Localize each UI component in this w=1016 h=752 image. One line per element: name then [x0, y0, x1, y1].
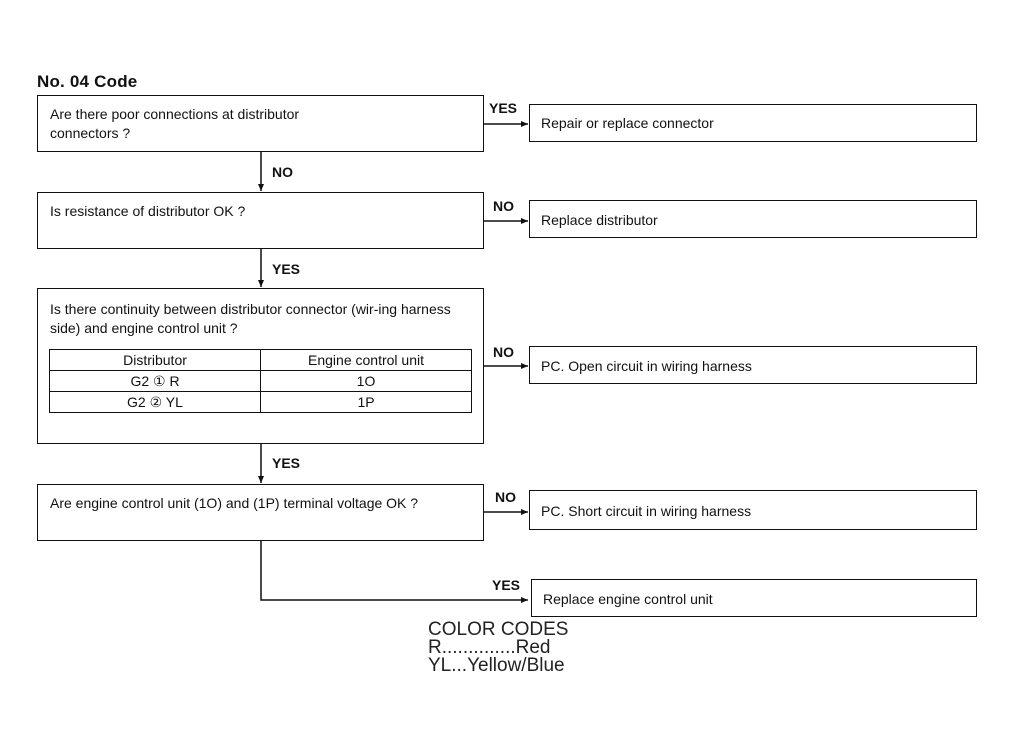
table-header-ecu: Engine control unit	[260, 349, 472, 371]
result-text-3: PC. Open circuit in wiring harness	[541, 358, 752, 374]
table-row: G2 ① R 1O	[49, 370, 472, 392]
question-box-4: Are engine control unit (1O) and (1P) te…	[37, 484, 484, 541]
result-text-2: Replace distributor	[541, 212, 658, 228]
result-box-4: PC. Short circuit in wiring harness	[529, 490, 977, 530]
question-box-2: Is resistance of distributor OK ?	[37, 192, 484, 249]
arrow-q4-to-r5	[260, 541, 528, 603]
result-box-1: Repair or replace connector	[529, 104, 977, 142]
table-header-distributor: Distributor	[49, 349, 261, 371]
question-text-4: Are engine control unit (1O) and (1P) te…	[50, 495, 419, 511]
flow-label-2: YES	[272, 261, 301, 277]
table-cell-ecu: 1P	[260, 391, 472, 413]
question-text-1: Are there poor connections at distributo…	[50, 106, 300, 141]
flow-label-4: YES	[492, 577, 521, 593]
result-box-5: Replace engine control unit	[531, 579, 977, 617]
legend-item: R..............Red	[428, 637, 551, 658]
question-box-3: Is there continuity between distributor …	[37, 288, 484, 444]
result-text-1: Repair or replace connector	[541, 115, 714, 131]
result-box-2: Replace distributor	[529, 200, 977, 238]
legend-item: YL...Yellow/Blue	[428, 655, 565, 676]
result-text-4: PC. Short circuit in wiring harness	[541, 503, 752, 519]
table-header-row: Distributor Engine control unit	[49, 349, 472, 371]
question-box-1: Are there poor connections at distributo…	[37, 95, 484, 152]
table-cell-distributor: G2 ① R	[49, 370, 261, 392]
table-cell-ecu: 1O	[260, 370, 472, 392]
page-title: No. 04 Code	[37, 72, 138, 91]
result-box-3: PC. Open circuit in wiring harness	[529, 346, 977, 384]
result-text-5: Replace engine control unit	[543, 591, 713, 607]
color-codes-legend: COLOR CODES R..............Red YL...Yell…	[428, 619, 569, 676]
legend-title: COLOR CODES	[428, 619, 569, 640]
continuity-table: Distributor Engine control unit G2 ① R 1…	[49, 349, 472, 413]
table-row: G2 ② YL 1P	[49, 391, 472, 413]
question-text-2: Is resistance of distributor OK ?	[50, 203, 246, 219]
table-cell-distributor: G2 ② YL	[49, 391, 261, 413]
question-text-3: Is there continuity between distributor …	[50, 301, 451, 336]
branch-label-3: NO	[493, 344, 514, 360]
flow-label-1: NO	[272, 164, 293, 180]
flow-label-3: YES	[272, 455, 301, 471]
branch-label-2: NO	[493, 198, 514, 214]
branch-label-4: NO	[495, 489, 516, 505]
branch-label-1: YES	[489, 100, 518, 116]
